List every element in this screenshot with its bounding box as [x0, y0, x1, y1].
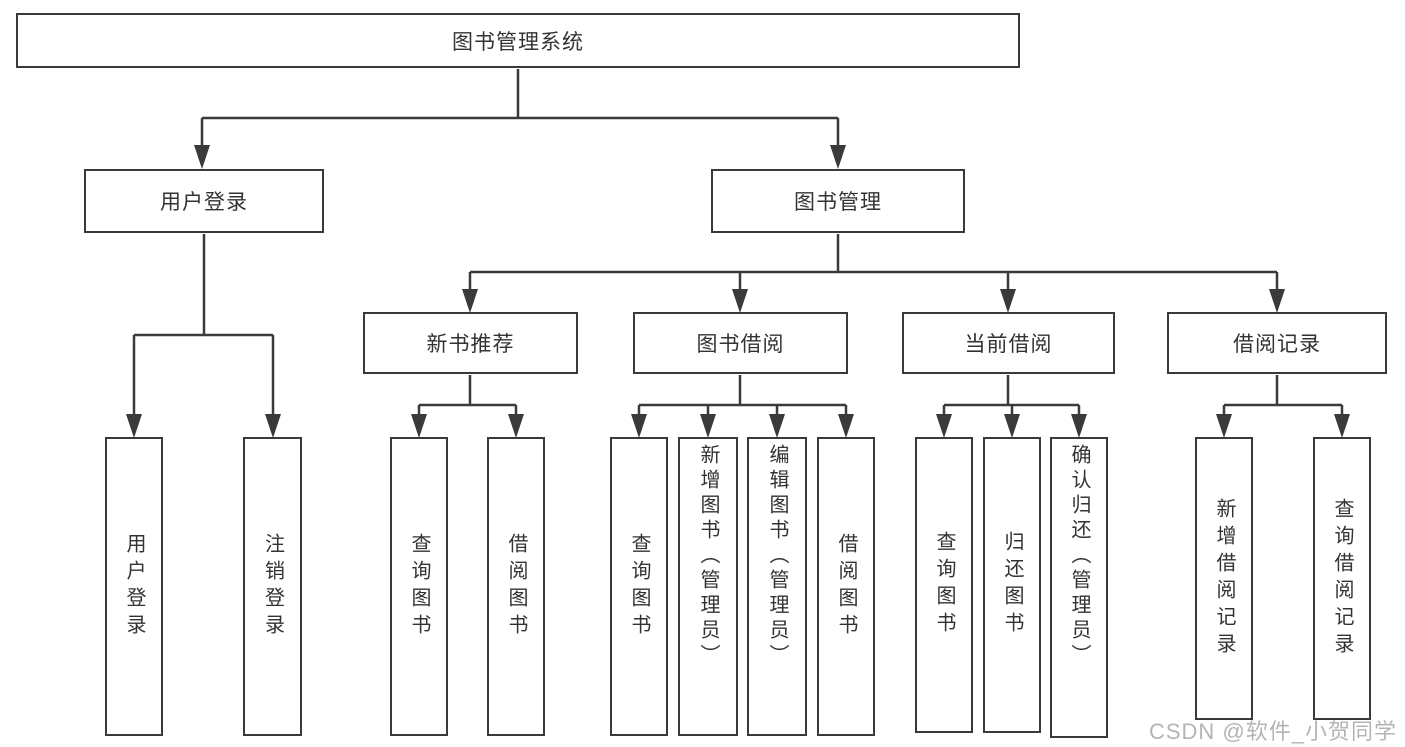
leaf-label: 确认归还（管理员） [1068, 444, 1090, 669]
leaf-return-book: 归还图书 [983, 437, 1041, 733]
node-user-login: 用户登录 [84, 169, 324, 233]
leaf-label: 新增借阅记录 [1213, 497, 1235, 660]
leaf-label: 查询图书 [933, 531, 955, 639]
leaf-user-login: 用户登录 [105, 437, 163, 736]
node-current-borrow: 当前借阅 [902, 312, 1115, 374]
leaf-label: 归还图书 [1001, 531, 1023, 639]
leaf-label: 查询图书 [408, 532, 430, 641]
node-label: 新书推荐 [426, 333, 515, 356]
leaf-label: 用户登录 [123, 532, 145, 641]
node-new-book-recommend: 新书推荐 [363, 312, 578, 374]
leaf-label: 查询借阅记录 [1331, 497, 1353, 660]
leaf-add-borrow-record: 新增借阅记录 [1195, 437, 1253, 720]
node-label: 用户登录 [160, 191, 248, 214]
leaf-query-borrow-record: 查询借阅记录 [1313, 437, 1371, 720]
leaf-query-books-2: 查询图书 [610, 437, 668, 736]
leaf-label: 借阅图书 [835, 532, 857, 641]
leaf-query-books-1: 查询图书 [390, 437, 448, 736]
leaf-label: 借阅图书 [505, 532, 527, 641]
node-label: 当前借阅 [964, 333, 1053, 356]
node-label: 借阅记录 [1233, 333, 1321, 356]
leaf-query-books-3: 查询图书 [915, 437, 973, 733]
csdn-watermark: CSDN @软件_小贺同学 [1148, 719, 1397, 744]
node-label: 图书管理系统 [452, 30, 584, 54]
node-borrow-records: 借阅记录 [1167, 312, 1387, 374]
leaf-add-book-admin: 新增图书（管理员） [678, 437, 738, 736]
node-book-borrow: 图书借阅 [633, 312, 848, 374]
node-label: 图书借阅 [696, 333, 785, 356]
arrowhead-icons [126, 145, 1350, 438]
leaf-label: 查询图书 [628, 532, 650, 641]
node-book-management: 图书管理 [711, 169, 965, 233]
leaf-label: 编辑图书（管理员） [766, 444, 788, 669]
leaf-label: 注销登录 [261, 532, 284, 641]
leaf-confirm-return-admin: 确认归还（管理员） [1050, 437, 1108, 738]
leaf-borrow-books-1: 借阅图书 [487, 437, 545, 736]
leaf-borrow-books-2: 借阅图书 [817, 437, 875, 736]
leaf-logout: 注销登录 [243, 437, 302, 736]
node-root-system: 图书管理系统 [16, 13, 1020, 68]
node-label: 图书管理 [794, 191, 882, 214]
leaf-edit-book-admin: 编辑图书（管理员） [747, 437, 807, 736]
leaf-label: 新增图书（管理员） [697, 444, 719, 669]
